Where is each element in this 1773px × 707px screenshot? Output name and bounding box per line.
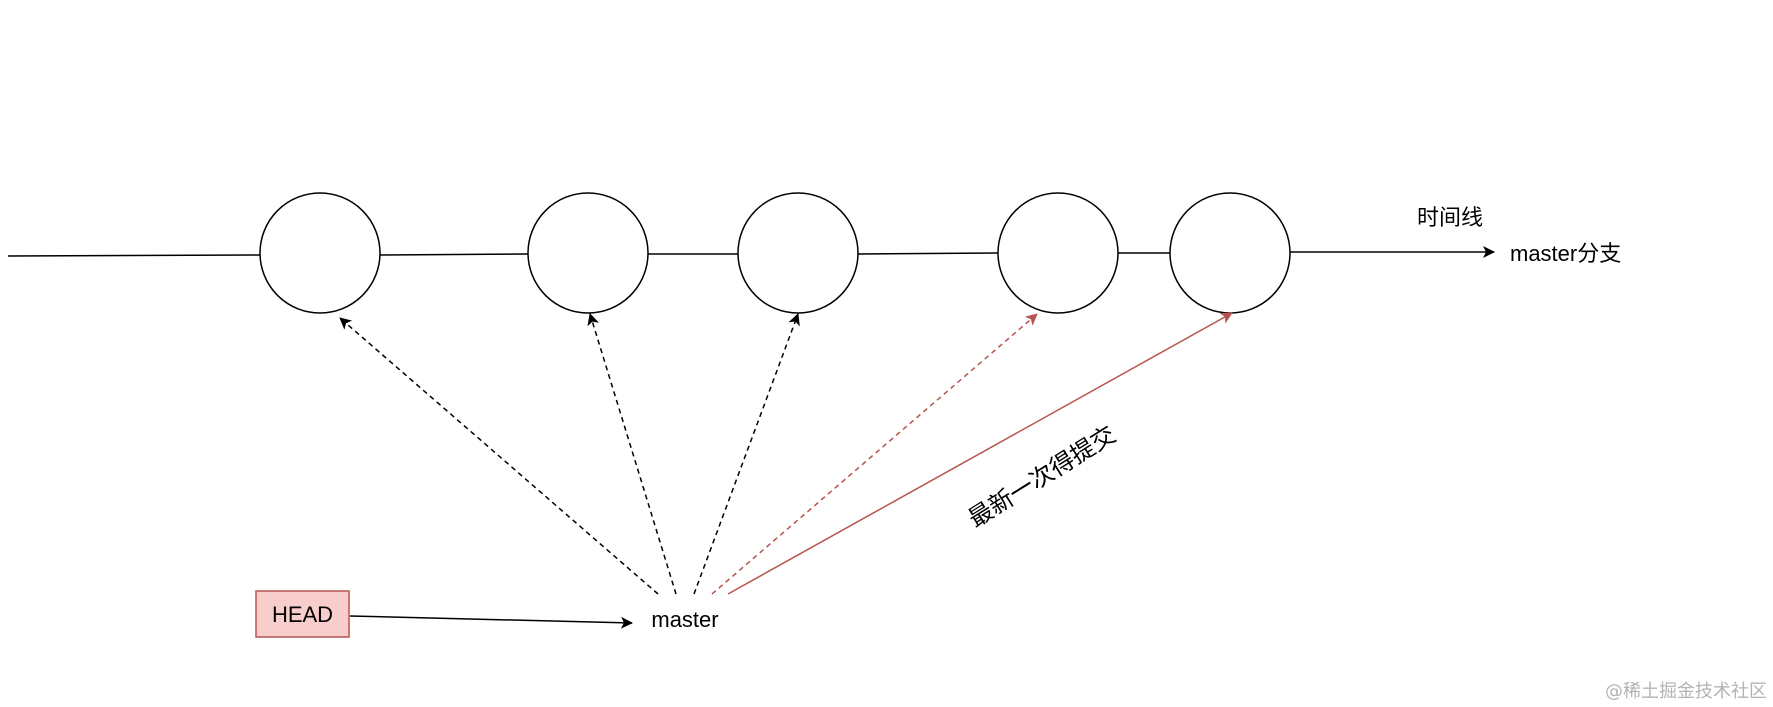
commit-node xyxy=(527,192,649,314)
commit-node xyxy=(259,192,381,314)
commit-node-latest xyxy=(1169,192,1291,314)
timeline-line xyxy=(7,252,1170,257)
history-arrow xyxy=(339,317,659,595)
commit-nodes xyxy=(259,192,1291,314)
watermark: @稀土掘金技术社区 xyxy=(1605,681,1767,702)
head-label: HEAD xyxy=(272,602,333,627)
timeline-label: 时间线 xyxy=(1417,205,1483,230)
head-box xyxy=(255,590,350,638)
history-arrow xyxy=(711,313,1038,595)
commit-node xyxy=(997,192,1119,314)
history-arrow xyxy=(693,313,800,595)
latest-commit-arrow xyxy=(727,312,1233,595)
commit-node xyxy=(737,192,859,314)
history-arrows xyxy=(339,313,1038,595)
history-arrow xyxy=(587,313,677,595)
head-to-master-arrow xyxy=(349,615,633,629)
branch-label: master分支 xyxy=(1510,241,1621,266)
latest-commit-label: 最新一次得提交 xyxy=(964,421,1121,533)
master-label: master xyxy=(651,607,718,632)
